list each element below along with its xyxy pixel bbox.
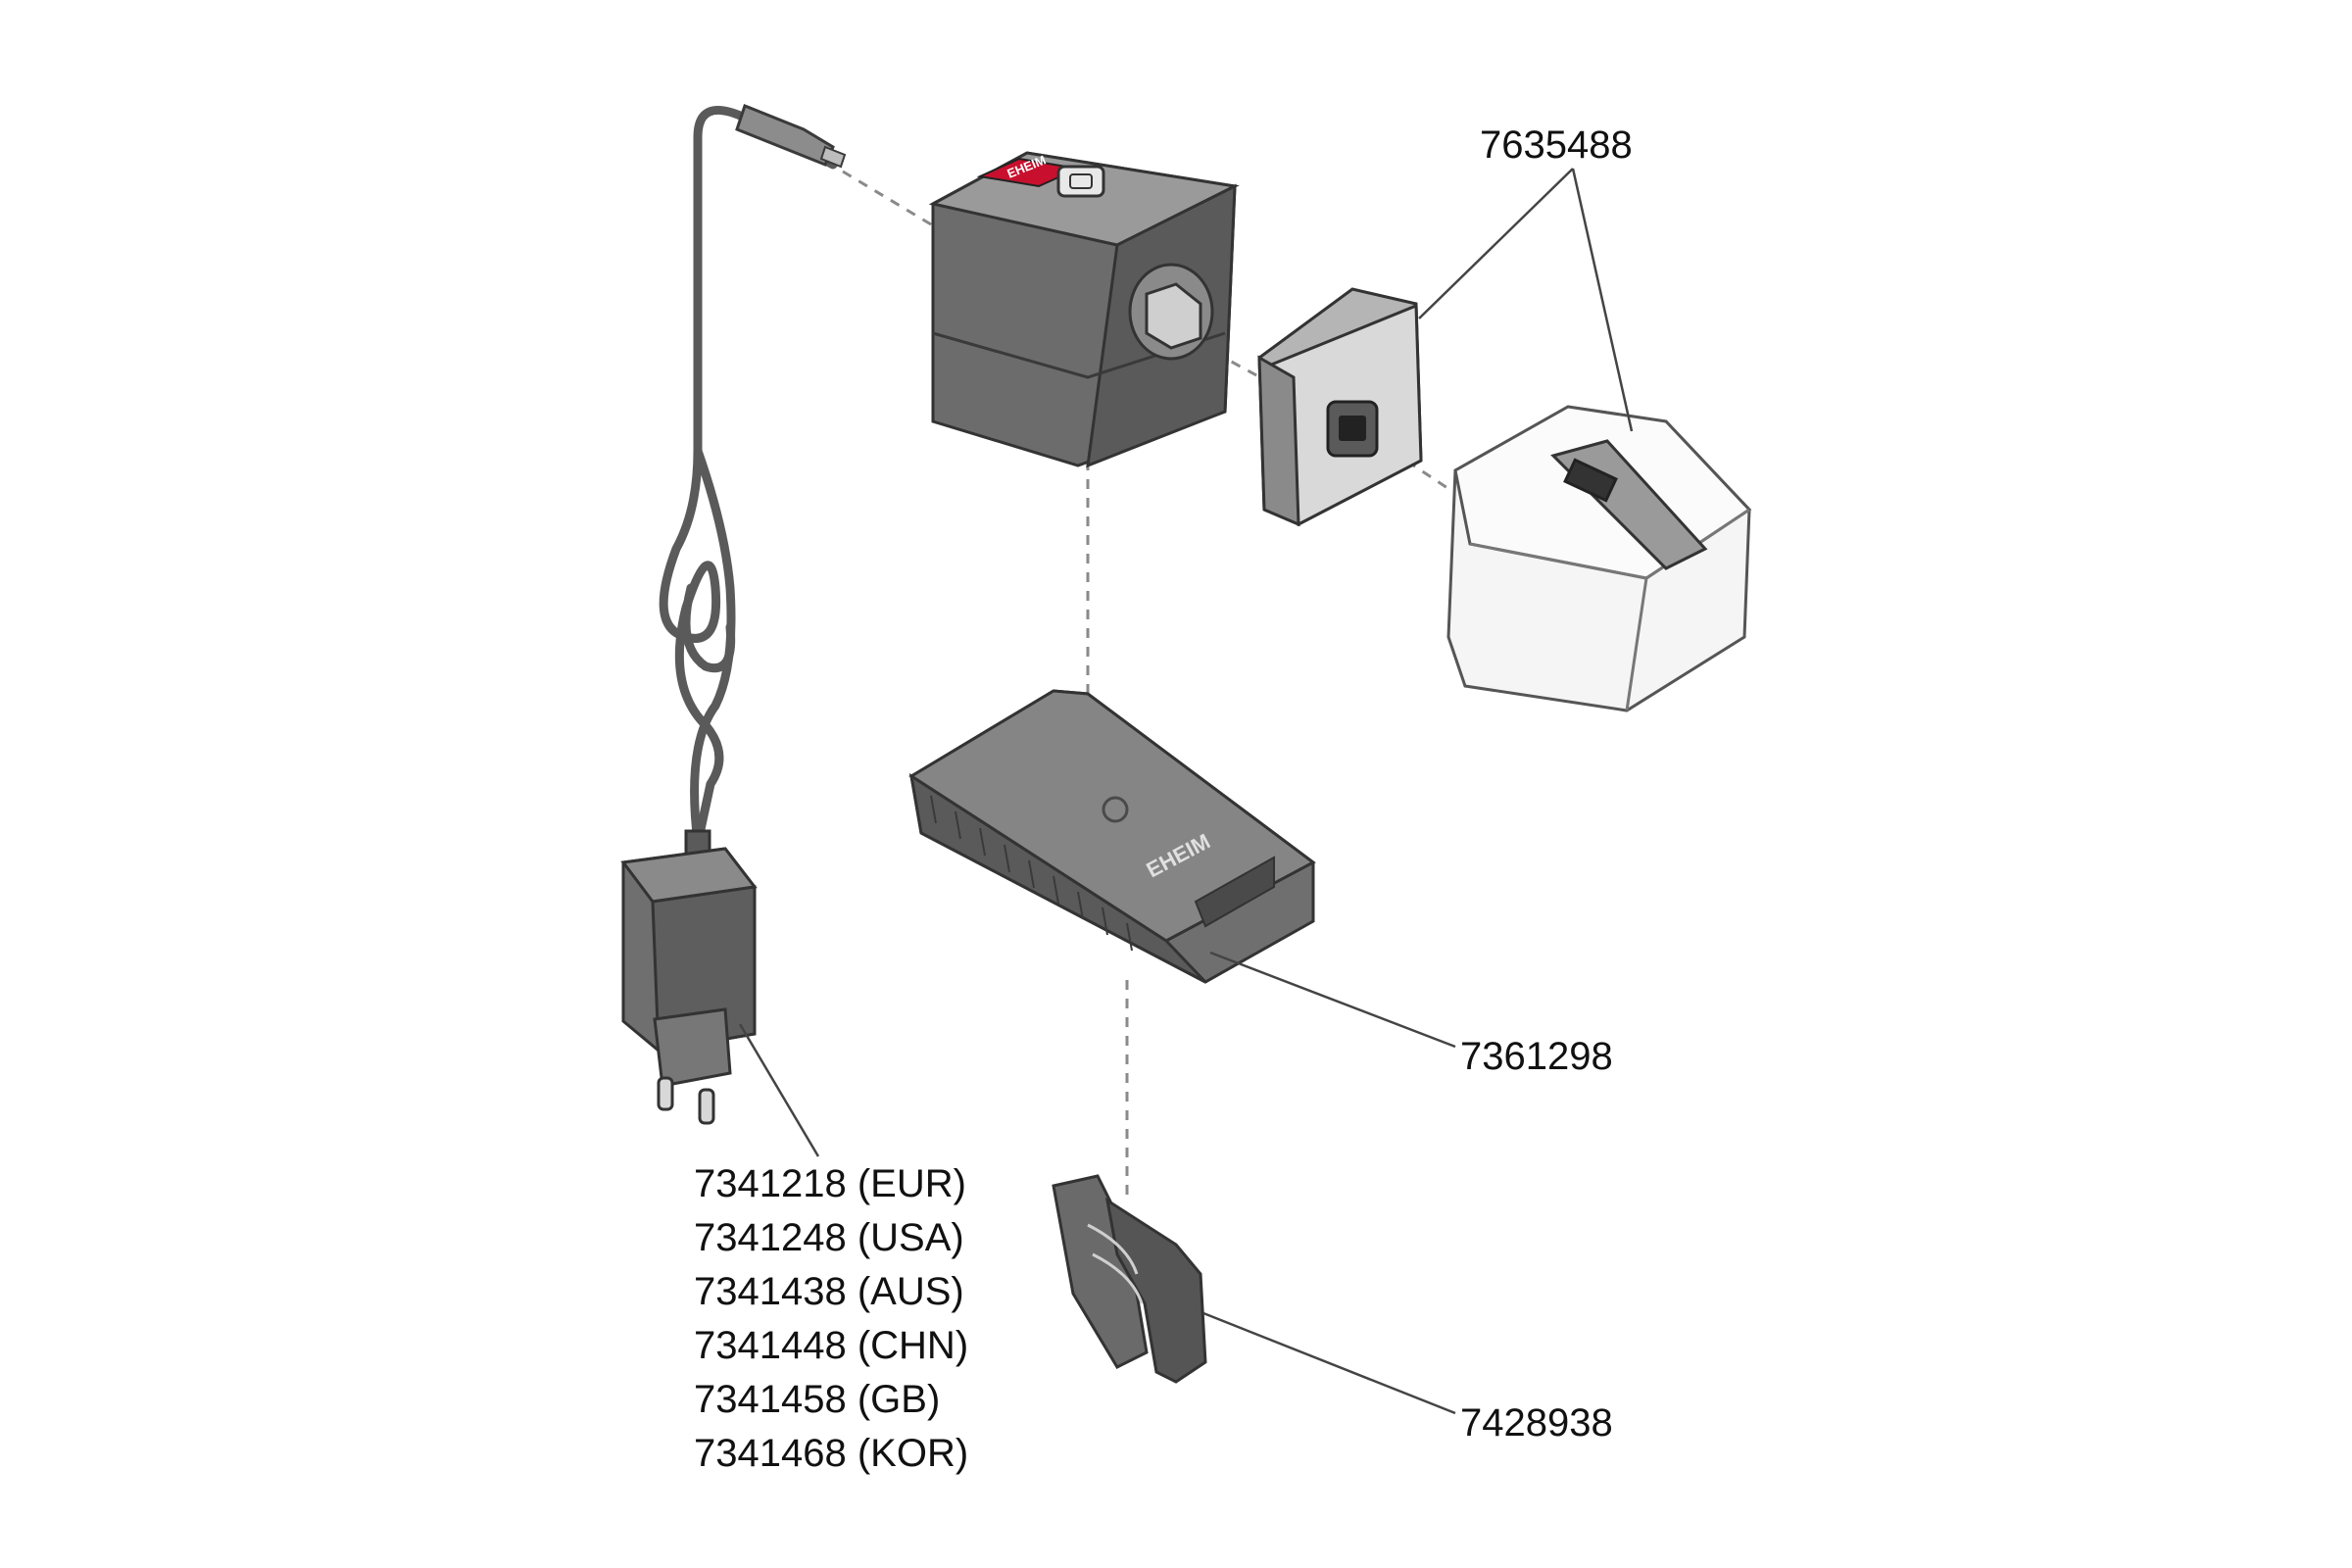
leader-clip-holder	[1202, 1311, 1456, 1415]
base-vent-grille	[930, 795, 1133, 952]
guide-cable-to-motor	[842, 170, 942, 232]
drive-motor-unit: EHEIM	[928, 151, 1240, 468]
leader-transparent-housing	[1571, 168, 1634, 432]
leader-lines	[738, 168, 1634, 1415]
base-station: EHEIM	[908, 689, 1316, 984]
leader-power-adapter	[738, 1023, 820, 1157]
label-sensor-module-code: 7635488	[1480, 123, 1633, 167]
adapter-prongs	[657, 1076, 715, 1125]
leader-sensor-module	[1418, 168, 1574, 319]
guide-sensor-to-shell	[1391, 449, 1451, 492]
leader-base-station	[1209, 951, 1456, 1049]
clip-holder	[1052, 1174, 1207, 1384]
transparent-housing	[1446, 405, 1752, 712]
power-supply-code-kor: 7341468 (KOR)	[694, 1432, 969, 1475]
power-supply-code-usa: 7341248 (USA)	[694, 1216, 964, 1259]
base-power-button-icon	[1102, 796, 1129, 823]
motor-shaft-coupling	[1128, 263, 1214, 361]
power-cable	[659, 105, 838, 887]
motor-button-icon	[1056, 165, 1105, 198]
power-supply-code-eur: 7341218 (EUR)	[694, 1162, 966, 1205]
brand-logo: EHEIM	[976, 152, 1082, 188]
power-adapter	[620, 829, 758, 1125]
housing-latch	[1563, 458, 1618, 503]
power-supply-code-list: 7341218 (EUR) 7341248 (USA) 7341438 (AUS…	[694, 1164, 968, 1488]
power-supply-code-aus: 7341438 (AUS)	[694, 1270, 964, 1313]
power-supply-code-gb: 7341458 (GB)	[694, 1378, 941, 1421]
dc-plug	[735, 104, 847, 169]
label-clip-holder-code: 7428938	[1460, 1401, 1613, 1445]
sensor-module	[1257, 287, 1423, 527]
label-base-station-code: 7361298	[1460, 1035, 1613, 1078]
power-supply-code-chn: 7341448 (CHN)	[694, 1324, 969, 1367]
